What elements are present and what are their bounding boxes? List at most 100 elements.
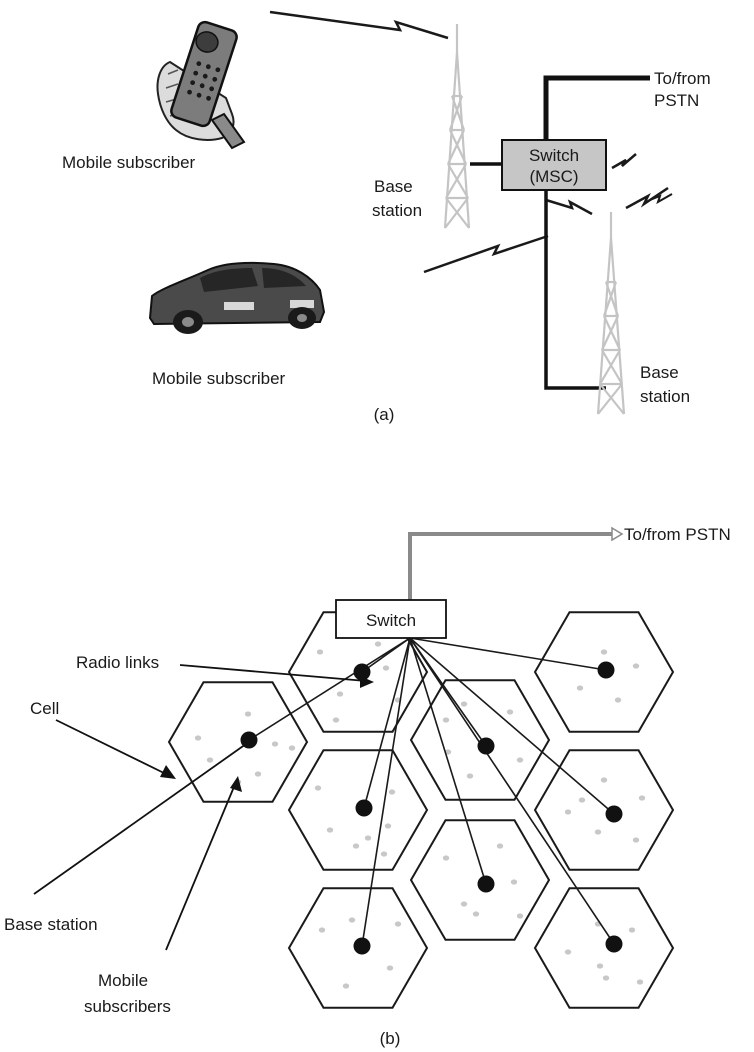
- radio-signal-bolt-left: [423, 234, 549, 274]
- mobile-subscriber-dot: [336, 691, 344, 697]
- hex-cell: [533, 749, 675, 871]
- mobile-subscriber-dot: [388, 789, 396, 795]
- mobile-subscriber-dot: [316, 649, 324, 655]
- pstn-link-line: [543, 75, 650, 160]
- base-station-node: [477, 875, 495, 893]
- mobile-subscriber-dot: [564, 809, 572, 815]
- radio-link-line: [361, 637, 411, 673]
- mobile-subscriber-dot: [472, 911, 480, 917]
- base-station-pointer: [33, 743, 247, 895]
- part-a: Switch (MSC) To/from PSTN Base station B…: [62, 10, 711, 424]
- mobile-subscriber-dot: [374, 641, 382, 647]
- radio-link-line: [409, 637, 607, 671]
- mobile-subscriber-phone-label: Mobile subscriber: [62, 153, 196, 172]
- switch-msc-label-line2: (MSC): [529, 167, 578, 186]
- radio-signal-bolt-top: [269, 10, 449, 40]
- part-b: To/from PSTN Switch Radio links Cell Bas…: [4, 525, 731, 1048]
- base-station-node: [477, 737, 495, 755]
- mobile-subscriber-dot: [510, 879, 518, 885]
- mobile-subscriber-dot: [632, 663, 640, 669]
- mobile-subscriber-dot: [614, 697, 622, 703]
- radio-signal-bolt-right-1: [611, 153, 637, 170]
- cell-arrowhead: [160, 765, 176, 779]
- radio-link-line: [361, 637, 411, 947]
- mobile-subscriber-dot: [342, 983, 350, 989]
- mobile-phone-hand-icon: [156, 20, 246, 150]
- mobile-subscriber-dot: [516, 913, 524, 919]
- part-b-caption: (b): [380, 1029, 401, 1048]
- pstn-arrowhead: [611, 526, 624, 542]
- mobile-subscriber-dot: [594, 829, 602, 835]
- mobile-subscriber-dot: [206, 757, 214, 763]
- mobile-subscriber-dot: [332, 717, 340, 723]
- base-station-tower-1: [443, 24, 471, 229]
- mobile-subscriber-dot: [564, 949, 572, 955]
- base-station-node: [355, 799, 373, 817]
- mobile-subscriber-dot: [271, 741, 279, 747]
- mobile-subscriber-dot: [442, 717, 450, 723]
- mobile-subscriber-dot: [382, 665, 390, 671]
- radio-link-line: [363, 637, 411, 809]
- switch-box: [335, 599, 447, 639]
- mobile-subscriber-dot: [364, 835, 372, 841]
- radio-link-line: [248, 637, 411, 741]
- mobile-subscriber-dot: [442, 855, 450, 861]
- radio-signal-bolt-right-3: [649, 193, 673, 205]
- cell-label: Cell: [30, 699, 59, 718]
- radio-link-line: [409, 637, 487, 885]
- base-station-node: [353, 663, 371, 681]
- mobile-subscriber-dot: [628, 927, 636, 933]
- switch-label: Switch: [366, 611, 416, 630]
- base-station-node: [353, 937, 371, 955]
- mobile-subscriber-dot: [288, 745, 296, 751]
- radio-signal-bolt-mid: [545, 198, 593, 216]
- mobile-subscriber-dot: [348, 917, 356, 923]
- mobile-subscriber-dot: [394, 921, 402, 927]
- mobile-subscriber-dot: [314, 785, 322, 791]
- mobile-subscriber-dot: [380, 851, 388, 857]
- mobile-subscribers-arrowhead: [230, 776, 242, 792]
- radio-links-arrowhead: [360, 676, 374, 688]
- base-station-tower-2: [596, 212, 626, 415]
- cell-arrow: [55, 719, 169, 776]
- radio-links-arrow: [179, 664, 367, 682]
- mobile-subscribers-arrow: [165, 781, 237, 951]
- switch-msc-label-line1: Switch: [529, 146, 579, 165]
- mobile-subscriber-dot: [636, 979, 644, 985]
- mobile-subscriber-dot: [638, 795, 646, 801]
- mobile-subscriber-dot: [254, 771, 262, 777]
- mobile-subscriber-dot: [326, 827, 334, 833]
- pstn-label-b: To/from PSTN: [624, 525, 731, 544]
- hex-cell: [167, 681, 309, 803]
- part-a-caption: (a): [374, 405, 395, 424]
- mobile-subscribers-label-line1: Mobile: [98, 971, 148, 990]
- mobile-subscriber-dot: [516, 757, 524, 763]
- mobile-subscriber-dot: [194, 735, 202, 741]
- base-station-1-label-line1: Base: [374, 177, 413, 196]
- switch-to-base-station-2-line: [544, 190, 606, 390]
- mobile-subscriber-dot: [244, 711, 252, 717]
- base-station-node: [597, 661, 615, 679]
- base-station-label: Base station: [4, 915, 98, 934]
- mobile-subscriber-dot: [596, 963, 604, 969]
- mobile-subscriber-dot: [506, 709, 514, 715]
- mobile-subscriber-car-label: Mobile subscriber: [152, 369, 286, 388]
- base-station-node: [605, 935, 623, 953]
- base-station-node: [605, 805, 623, 823]
- car-icon: [148, 261, 326, 334]
- base-station-2-label-line2: station: [640, 387, 690, 406]
- radio-links-label: Radio links: [76, 653, 159, 672]
- radio-signal-bolt-right-2: [625, 186, 669, 210]
- mobile-subscriber-dot: [460, 901, 468, 907]
- pstn-link-line-b: [408, 532, 612, 606]
- mobile-subscriber-dot: [600, 649, 608, 655]
- mobile-subscriber-dot: [578, 797, 586, 803]
- switch-msc-box: [501, 139, 607, 191]
- mobile-subscriber-dot: [384, 823, 392, 829]
- mobile-subscriber-dot: [466, 773, 474, 779]
- hex-cell: [533, 887, 675, 1009]
- radio-link-line: [409, 637, 615, 815]
- mobile-subscriber-dot: [600, 777, 608, 783]
- mobile-subscriber-dot: [318, 927, 326, 933]
